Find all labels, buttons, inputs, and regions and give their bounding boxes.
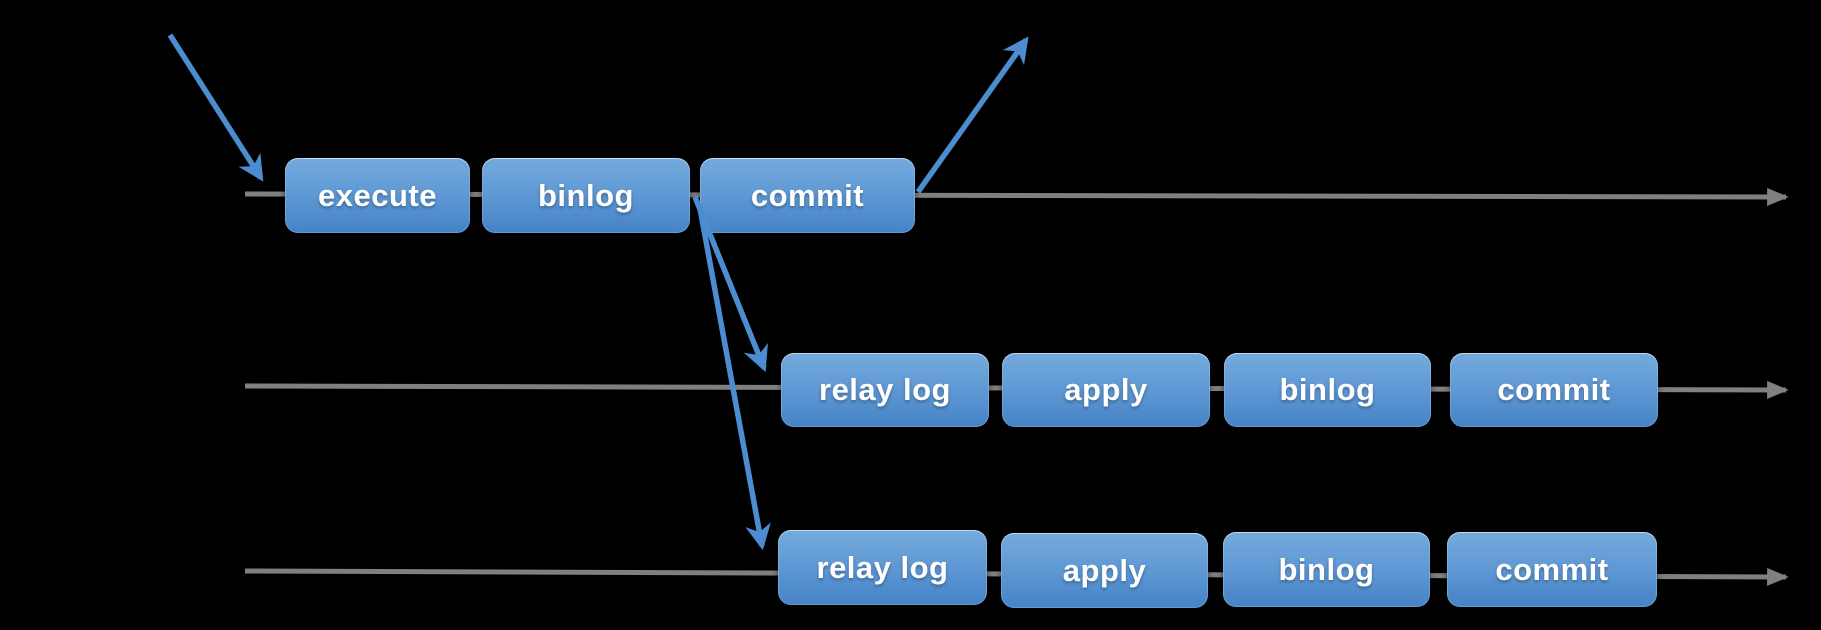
binlog-sync-arrow-replica2 [696, 202, 771, 551]
node-commit-row1: commit [700, 158, 915, 233]
node-binlog-row3: binlog [1223, 532, 1430, 607]
node-binlog-row1: binlog [482, 158, 690, 233]
commit-response-arrow [915, 36, 1029, 194]
node-apply-row2: apply [1002, 353, 1210, 427]
node-relaylog-row3: relay log [778, 530, 987, 605]
node-apply-row3: apply [1001, 533, 1208, 608]
node-binlog-row2: binlog [1224, 353, 1431, 427]
timeline-row1 [244, 187, 1789, 206]
node-execute: execute [285, 158, 470, 233]
node-relaylog-row2: relay log [781, 353, 989, 427]
node-commit-row3: commit [1447, 532, 1657, 607]
node-commit-row2: commit [1450, 353, 1658, 427]
incoming-transaction-arrow [167, 33, 264, 182]
